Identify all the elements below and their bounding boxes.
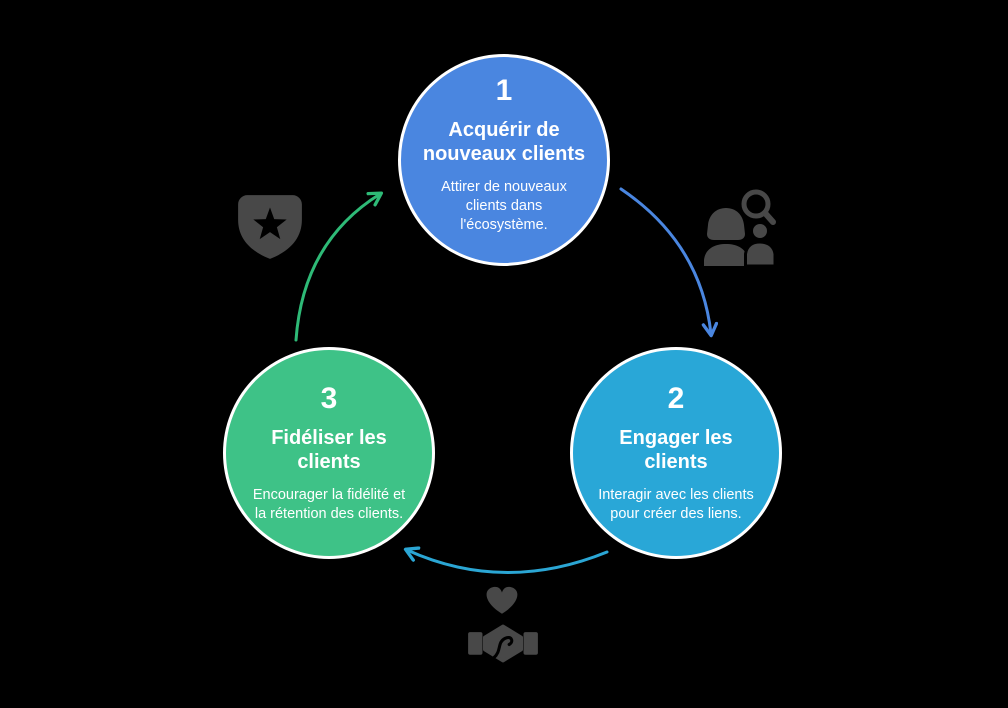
arrow-step1-to-step2 — [619, 187, 719, 338]
step-3-number: 3 — [320, 381, 338, 415]
step-2-number: 2 — [667, 381, 685, 415]
small-person-head — [750, 221, 770, 241]
magnifier-ring — [741, 189, 771, 219]
step-3-title: Fidéliser les clients — [271, 426, 387, 473]
magnifier-handle — [762, 210, 776, 225]
person-body-shape — [704, 244, 748, 266]
handshake-right-sleeve — [523, 632, 538, 655]
step-3-description: Encourager la fidélité et la rétention d… — [252, 486, 406, 522]
heart-handshake-icon — [468, 586, 538, 663]
step-circle-engage: 2 Engager les clients Interagir avec les… — [570, 347, 782, 559]
arrow-step2-to-step3 — [403, 546, 609, 574]
arrow-step3-to-step1 — [294, 191, 384, 342]
handshake-left-sleeve — [468, 632, 483, 655]
step-1-title: Acquérir de nouveaux clients — [422, 119, 586, 165]
handshake-grip-line — [492, 636, 514, 660]
step-2-description: Interagir avec les clients pour créer de… — [598, 486, 754, 522]
step-1-number: 1 — [495, 74, 513, 107]
step-circle-acquire: 1 Acquérir de nouveaux clients Attirer d… — [398, 54, 610, 266]
small-person-body — [744, 240, 777, 267]
step-1-content: 1 Acquérir de nouveaux clients Attirer d… — [423, 75, 585, 235]
step-circle-retain: 3 Fidéliser les clients Encourager la fi… — [223, 347, 435, 559]
shield-star-shape — [238, 195, 302, 259]
step-3-content: 3 Fidéliser les clients Encourager la fi… — [252, 381, 406, 524]
step-2-title: Engager les clients — [619, 426, 733, 473]
heart-shape — [486, 586, 518, 614]
handshake-hands — [482, 624, 524, 663]
step-1-description: Attirer de nouveaux clients dans l'écosy… — [441, 179, 567, 233]
people-search-icon — [704, 187, 778, 267]
step-2-content: 2 Engager les clients Interagir avec les… — [598, 381, 754, 524]
person-head-shape — [707, 208, 745, 240]
badge-star-icon — [238, 195, 302, 259]
